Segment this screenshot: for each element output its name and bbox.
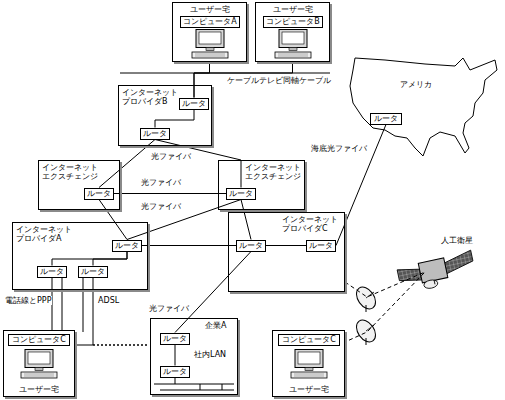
network-link [52, 252, 127, 266]
cable-label: ケーブルテレビ同軸ケーブル [226, 76, 332, 85]
router-box: ルータ [160, 333, 190, 345]
computer-box: コンピュータC [278, 334, 340, 346]
node-heading: インターネット プロバイダC [282, 215, 338, 233]
router-box: ルータ [37, 266, 67, 278]
satellite-label: 人工衛星 [440, 236, 474, 245]
node-label: コンピュータA [183, 17, 236, 26]
node-label: ルータ [143, 129, 167, 138]
house-box: ユーザー宅コンピュータA [172, 2, 247, 62]
house-box: ユーザー宅コンピュータB [255, 2, 330, 62]
node-label: ルータ [182, 99, 206, 108]
node-label: ルータ [163, 367, 187, 376]
router-box: ルータ [112, 240, 142, 252]
link-label: 光ファイバ [150, 152, 192, 161]
lan-label: 社内LAN [193, 350, 227, 359]
network-link [175, 252, 251, 333]
node-heading: インターネット プロバイダB [122, 88, 178, 106]
network-link [142, 245, 236, 246]
link-label: 海底光ファイバ [310, 144, 368, 153]
isp-box: インターネット プロバイダC ルータ ルータ [228, 212, 345, 292]
router-box: ルータ [226, 188, 256, 200]
node-heading: インターネット エクスチェンジ [42, 163, 98, 181]
network-link [114, 193, 226, 194]
house-box: ユーザー宅 コンピュータC [3, 330, 75, 397]
computer-box: コンピュータC [8, 334, 70, 346]
node-label: コンピュータC [12, 335, 66, 344]
network-link [155, 110, 194, 128]
router-box: ルータ [306, 240, 336, 252]
network-link [241, 200, 251, 240]
node-label: ルータ [309, 241, 333, 250]
exchange-box: インターネット エクスチェンジルータ [38, 160, 120, 210]
network-link [75, 278, 93, 346]
router-box: ルータ [160, 366, 190, 378]
house-box: ユーザー宅 コンピュータC [272, 330, 345, 397]
computer-box: コンピュータA [180, 16, 240, 28]
network-link [93, 252, 127, 266]
node-label: ルータ [374, 114, 398, 123]
node-heading: ユーザー宅 [19, 385, 59, 394]
link-label: ADSL [97, 296, 120, 305]
node-label: ルータ [87, 189, 111, 198]
phone-lines [62, 277, 83, 332]
router-box: ルータ [84, 188, 114, 200]
network-link [336, 125, 386, 246]
network-link [175, 345, 176, 366]
computer-box: コンピュータB [263, 16, 323, 28]
router-box: ルータ [78, 266, 108, 278]
isp-box: インターネット プロバイダBルータルータ [118, 85, 212, 146]
node-heading: ユーザー宅 [190, 5, 230, 14]
dotted-line [93, 344, 148, 345]
network-link [99, 200, 127, 240]
network-link [194, 62, 210, 98]
network-link [345, 272, 425, 342]
node-heading: ユーザー宅 [273, 5, 313, 14]
node-label: ルータ [40, 267, 64, 276]
node-label: ルータ [81, 267, 105, 276]
lan-wires [154, 377, 234, 390]
link-label: 光ファイバ [140, 202, 182, 211]
router-box: ルータ [236, 240, 266, 252]
node-heading: 企業A [205, 321, 226, 330]
node-label: コンピュータB [266, 17, 320, 26]
node-heading: アメリカ [400, 80, 432, 89]
network-link [266, 245, 306, 246]
isp-box: インターネット プロバイダAルータルータルータ [12, 222, 148, 290]
router-box: ルータ [140, 128, 170, 140]
node-label: ルータ [115, 241, 139, 250]
satellite-dish [353, 284, 380, 313]
node-label: ルータ [229, 189, 253, 198]
node-label: ルータ [239, 241, 263, 250]
link-label: 光ファイバ [140, 178, 182, 187]
computer-icon [275, 30, 311, 59]
exchange-box: インターネット エクスチェンジルータ [218, 160, 305, 210]
country-map: アメリカルータ [345, 8, 500, 160]
satellite [396, 250, 476, 294]
computer-icon [192, 30, 228, 59]
node-heading: インターネット エクスチェンジ [245, 163, 301, 181]
satellite-dish [353, 317, 380, 346]
node-heading: インターネット プロバイダA [16, 225, 72, 243]
link-label: 光ファイバ [148, 304, 190, 313]
computer-icon [21, 350, 57, 379]
link-label: 電話線とPPP [4, 296, 52, 305]
network-link [127, 200, 241, 240]
node-label: ルータ [163, 334, 187, 343]
computer-icon [291, 350, 327, 379]
router-box: ルータ [179, 98, 209, 110]
node-label: コンピュータC [282, 335, 336, 344]
node-heading: ユーザー宅 [289, 385, 329, 394]
router-box: ルータ [370, 113, 402, 125]
